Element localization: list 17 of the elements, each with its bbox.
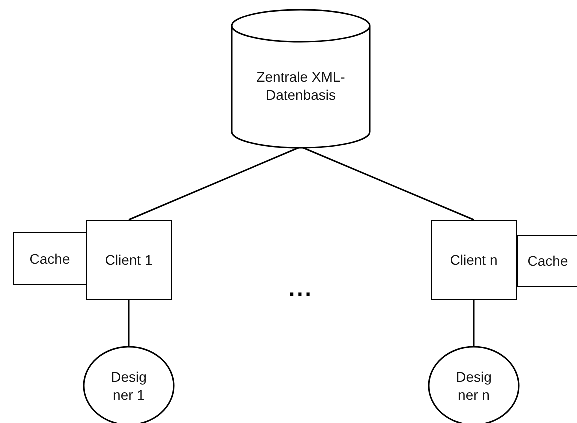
node-label: Desig ner n (455, 368, 493, 404)
node-label: Cache (30, 250, 70, 268)
node-label: Client n (450, 251, 498, 269)
node-label: Client 1 (105, 251, 153, 269)
node-label: Zentrale XML-Datenbasis (256, 68, 346, 104)
node-label: Cache (528, 252, 568, 270)
cache-box (517, 235, 577, 287)
cache-box (13, 232, 87, 285)
client-box (431, 220, 517, 300)
connector-line (473, 300, 475, 346)
connector-line (128, 146, 302, 221)
connector-line (128, 300, 130, 346)
connector-line (300, 146, 474, 221)
database-cylinder (231, 10, 371, 148)
ellipsis-label: ... (289, 276, 314, 302)
client-box (86, 220, 172, 300)
node-label: Desig ner 1 (110, 368, 148, 404)
